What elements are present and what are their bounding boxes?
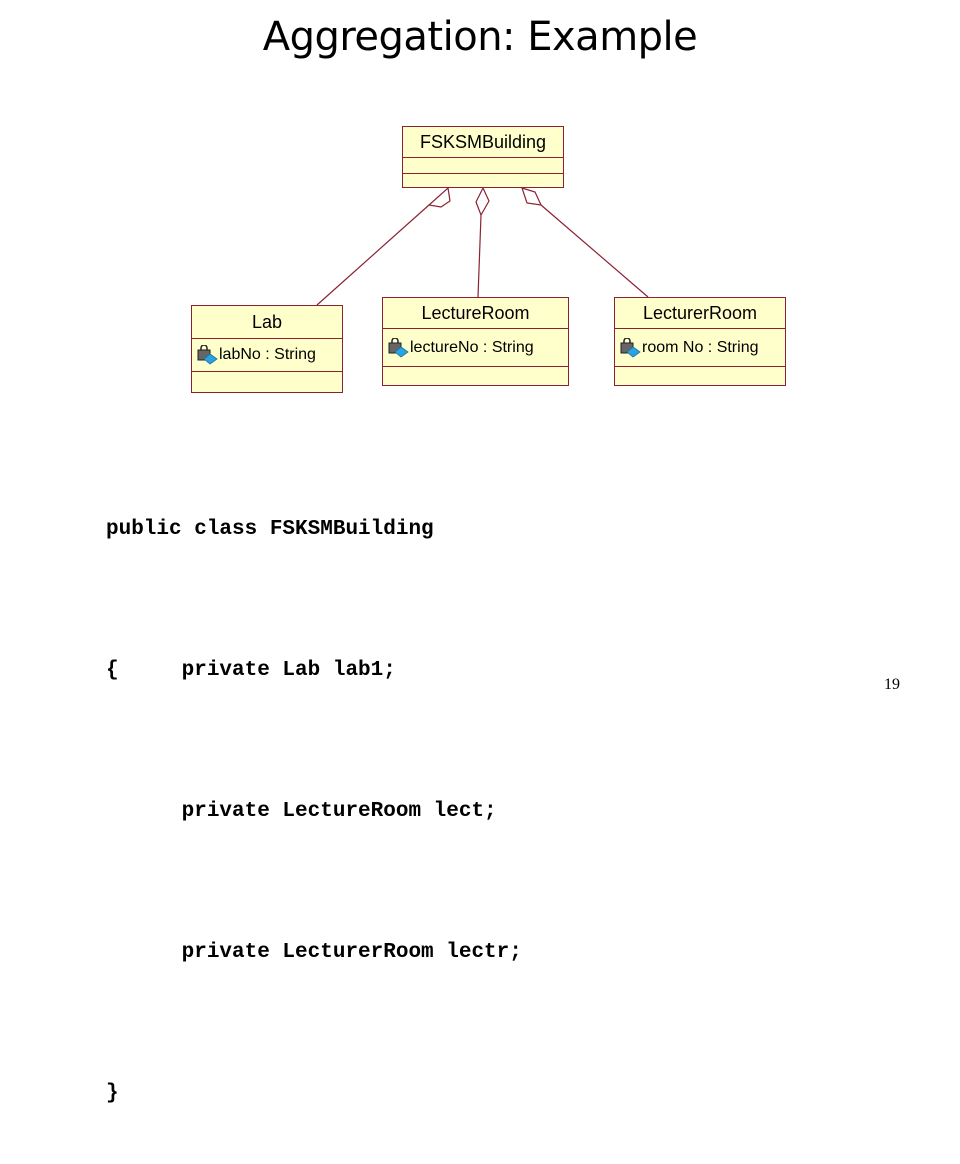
attribute-key-icon — [620, 337, 641, 358]
class-fsksmbuilding: FSKSMBuilding — [402, 126, 564, 188]
aggregation-diamond-lab — [427, 186, 451, 208]
aggregation-diamond-lectureroom — [475, 186, 490, 217]
code-line: private LectureRoom lect; — [106, 800, 497, 823]
attribute-key-icon — [197, 345, 218, 365]
page-number: 19 — [884, 676, 900, 693]
attribute-text: lectureNo : String — [410, 338, 534, 356]
attribute-compartment — [403, 158, 563, 174]
aggregation-connectors — [316, 186, 649, 306]
code-block: public class FSKSMBuilding { private Lab… — [106, 412, 522, 1164]
code-line: } — [106, 1082, 119, 1105]
attribute-row: labNo : String — [192, 339, 342, 372]
operation-compartment — [615, 367, 785, 385]
code-line: { private Lab lab1; — [106, 659, 396, 682]
attribute-text: room No : String — [642, 338, 759, 356]
slide-title: Aggregation: Example — [262, 14, 698, 60]
class-name: LectureRoom — [383, 298, 568, 329]
class-name: Lab — [192, 306, 342, 339]
attribute-row: room No : String — [615, 329, 785, 367]
aggregation-line-lecturerroom — [540, 204, 649, 298]
class-name: LecturerRoom — [615, 298, 785, 329]
aggregation-line-lectureroom — [477, 214, 482, 298]
class-lab: Lab labNo : String — [191, 305, 343, 393]
operation-compartment — [403, 174, 563, 187]
operation-compartment — [383, 367, 568, 385]
class-lecturerroom: LecturerRoom room No : String — [614, 297, 786, 386]
aggregation-diamond-lecturerroom — [521, 187, 543, 206]
attribute-text: labNo : String — [219, 346, 316, 363]
attribute-row: lectureNo : String — [383, 329, 568, 367]
operation-compartment — [192, 372, 342, 392]
code-line: private LecturerRoom lectr; — [106, 941, 522, 964]
attribute-key-icon — [388, 337, 409, 358]
class-lectureroom: LectureRoom lectureNo : String — [382, 297, 569, 386]
aggregation-line-lab — [316, 204, 430, 306]
code-line: public class FSKSMBuilding — [106, 518, 434, 541]
class-name: FSKSMBuilding — [403, 127, 563, 158]
